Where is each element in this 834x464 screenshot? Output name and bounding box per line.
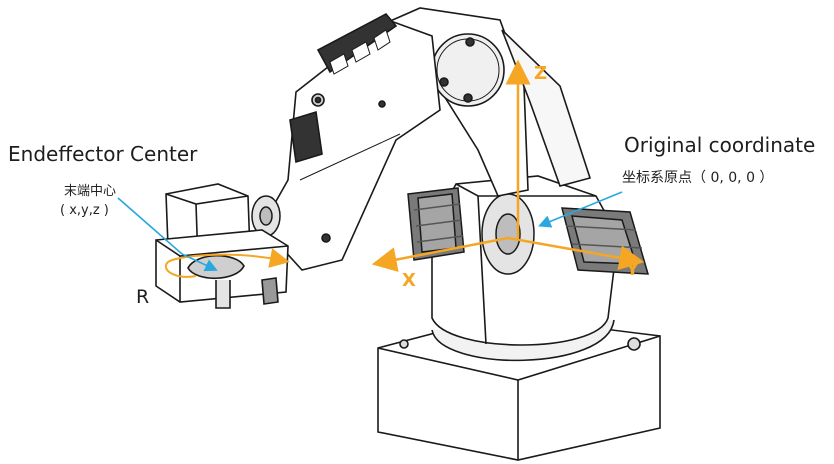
rotation-arrow: [165, 248, 290, 278]
endeffector-coords-label: ( x,y,z ): [60, 203, 109, 218]
axis-x-label: X: [402, 270, 416, 291]
coordinate-axes: [371, 59, 645, 272]
axis-z-label: Z: [534, 63, 548, 84]
endeffector-cn-label: 末端中心: [64, 184, 117, 199]
origin-cn-label: 坐标系原点（ 0, 0, 0 ）: [622, 170, 774, 186]
rotation-label: R: [136, 286, 150, 308]
endeffector-title: Endeffector Center: [8, 142, 198, 166]
axis-y-label: Y: [626, 259, 640, 280]
wrist-joint: [251, 195, 281, 237]
pointer-lines: [117, 191, 623, 272]
center-joint: [481, 193, 535, 275]
origin-title: Original coordinate: [624, 133, 816, 157]
